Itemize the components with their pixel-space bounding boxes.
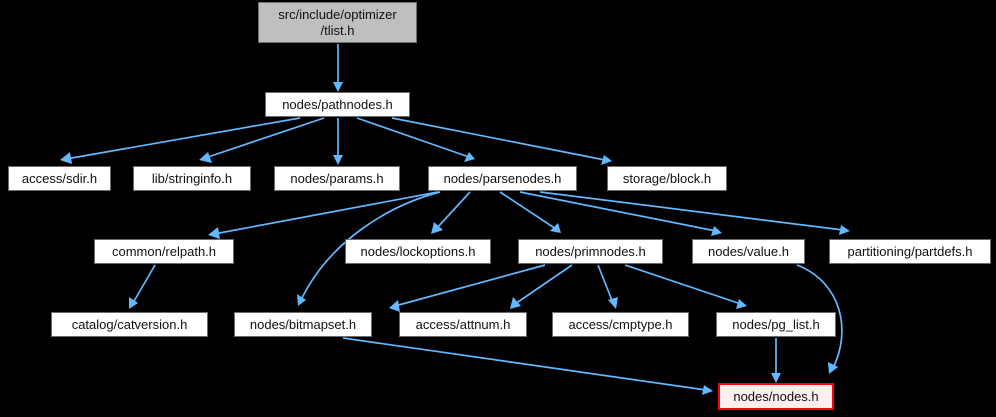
- edge-tlist-to-pathnodes: [333, 44, 343, 92]
- node-params[interactable]: nodes/params.h: [274, 166, 400, 191]
- node-block[interactable]: storage/block.h: [607, 166, 727, 191]
- edge-value-to-nodes: [796, 264, 843, 374]
- node-primnodes[interactable]: nodes/primnodes.h: [518, 239, 663, 264]
- node-catversion[interactable]: catalog/catversion.h: [51, 312, 208, 337]
- edge-bitmapset-to-nodes: [342, 337, 713, 395]
- node-relpath[interactable]: common/relpath.h: [94, 239, 234, 264]
- edge-primnodes-to-bitmapset: [389, 264, 546, 312]
- edge-parsenodes-to-value: [519, 191, 722, 236]
- node-lockoptions[interactable]: nodes/lockoptions.h: [345, 239, 491, 264]
- node-parsenodes[interactable]: nodes/parsenodes.h: [428, 166, 577, 191]
- node-tlist[interactable]: src/include/optimizer /tlist.h: [258, 2, 417, 43]
- edge-primnodes-to-cmptype: [597, 264, 618, 309]
- node-bitmapset[interactable]: nodes/bitmapset.h: [234, 312, 372, 337]
- edge-pathnodes-to-parsenodes: [356, 117, 475, 162]
- node-stringinfo[interactable]: lib/stringinfo.h: [133, 166, 251, 191]
- edge-pathnodes-to-sdir: [60, 117, 301, 164]
- edge-primnodes-to-attnum: [510, 264, 573, 309]
- node-pg_list[interactable]: nodes/pg_list.h: [716, 312, 836, 337]
- edge-pathnodes-to-block: [391, 117, 612, 165]
- node-partdefs[interactable]: partitioning/partdefs.h: [829, 239, 991, 264]
- edge-primnodes-to-pg_list: [624, 264, 747, 309]
- edge-pg_list-to-nodes: [771, 338, 781, 383]
- node-nodes[interactable]: nodes/nodes.h: [718, 383, 834, 410]
- edge-parsenodes-to-partdefs: [539, 191, 850, 235]
- node-pathnodes[interactable]: nodes/pathnodes.h: [265, 92, 410, 117]
- edge-parsenodes-to-primnodes: [499, 191, 561, 233]
- edge-parsenodes-to-relpath: [208, 191, 439, 239]
- edge-parsenodes-to-bitmapset: [297, 191, 441, 306]
- node-value[interactable]: nodes/value.h: [692, 239, 805, 264]
- edge-pathnodes-to-params: [333, 118, 343, 165]
- edge-relpath-to-catversion: [129, 264, 156, 309]
- node-attnum[interactable]: access/attnum.h: [399, 312, 527, 337]
- node-cmptype[interactable]: access/cmptype.h: [552, 312, 689, 337]
- node-sdir[interactable]: access/sdir.h: [8, 166, 111, 191]
- edge-pathnodes-to-stringinfo: [199, 117, 325, 163]
- edge-parsenodes-to-lockoptions: [431, 191, 471, 234]
